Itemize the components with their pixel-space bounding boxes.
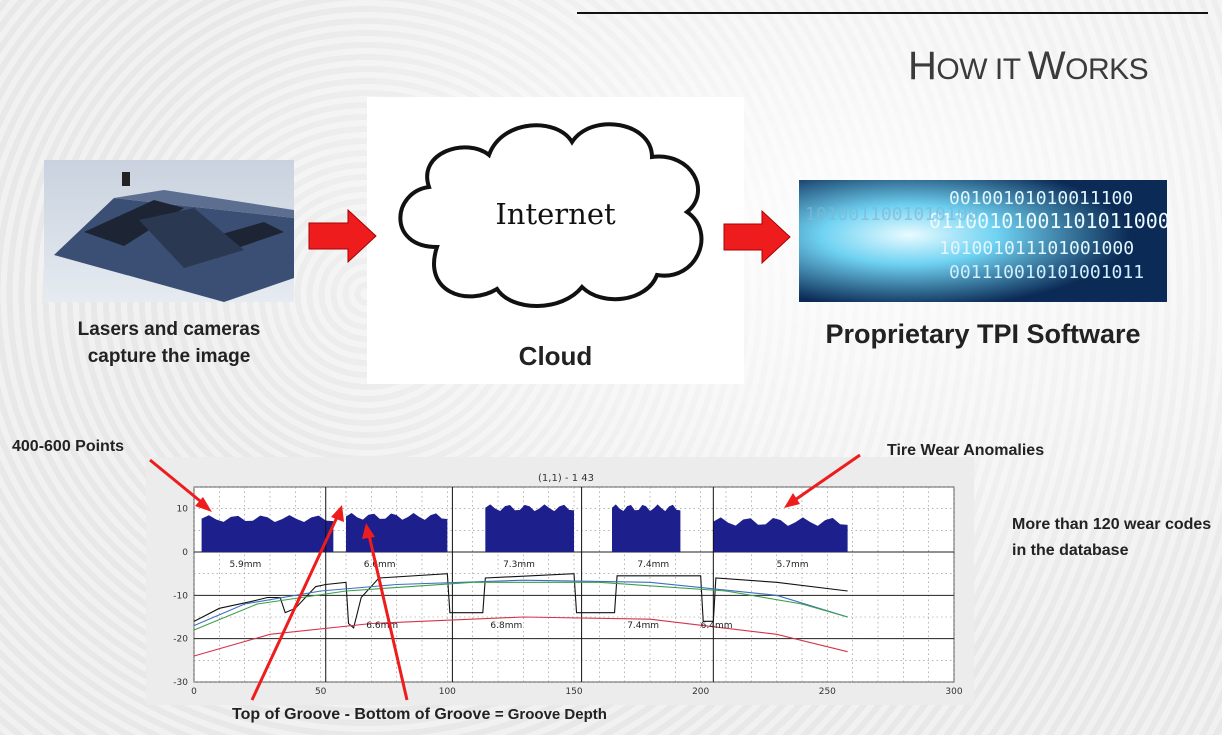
y-tick-label: 10 bbox=[177, 505, 189, 515]
y-tick-label: -30 bbox=[173, 678, 188, 688]
binary-image: 00100101010011100 01100101001101011000 1… bbox=[799, 180, 1167, 302]
tread-block bbox=[713, 517, 848, 552]
binary-line: 101001011101001000 bbox=[939, 238, 1134, 259]
binary-tunnel-icon: 00100101010011100 01100101001101011000 1… bbox=[799, 180, 1167, 302]
wear-codes-label: More than 120 wear codes in the database bbox=[1012, 516, 1212, 559]
software-caption: Proprietary TPI Software bbox=[825, 319, 1141, 349]
groove-top-label: 6.6mm bbox=[364, 560, 396, 570]
cloud-panel: Internet Cloud bbox=[367, 97, 744, 384]
anomalies-label: Tire Wear Anomalies bbox=[887, 442, 1045, 459]
groove-top-label: 7.3mm bbox=[503, 560, 535, 570]
binary-line: 01100101001101011000 bbox=[929, 209, 1167, 233]
flow-arrow bbox=[308, 208, 377, 264]
groove-top-label: 5.9mm bbox=[229, 560, 261, 570]
x-tick-label: 150 bbox=[565, 687, 582, 697]
groove-bottom-label: 7.4mm bbox=[627, 621, 659, 631]
x-tick-label: 250 bbox=[819, 687, 836, 697]
cloud-icon bbox=[398, 122, 704, 308]
slide-title: HOW IT WORKS bbox=[908, 44, 1149, 88]
y-tick-label: 0 bbox=[182, 548, 188, 558]
groove-label: Top of Groove - Bottom of Groove = Groov… bbox=[232, 706, 607, 723]
x-tick-label: 300 bbox=[945, 687, 962, 697]
groove-bottom-label: 6.6mm bbox=[366, 621, 398, 631]
groove-bottom-label: 6.8mm bbox=[490, 621, 522, 631]
x-tick-label: 200 bbox=[692, 687, 709, 697]
y-tick-label: -10 bbox=[173, 591, 188, 601]
capture-caption: Lasers and cameras capture the image bbox=[77, 319, 261, 367]
tread-block bbox=[612, 504, 681, 552]
binary-line: 1010011001010100 bbox=[805, 204, 978, 225]
y-tick-label: -20 bbox=[173, 635, 188, 645]
binary-line: 001110010101001011 bbox=[949, 262, 1144, 283]
scanner-image bbox=[44, 160, 294, 302]
x-tick-label: 0 bbox=[191, 687, 197, 697]
x-tick-label: 50 bbox=[315, 687, 327, 697]
internet-label: Internet bbox=[495, 197, 616, 231]
scanner-icon bbox=[54, 172, 294, 302]
points-label: 400-600 Points bbox=[12, 438, 125, 455]
cloud-caption: Cloud bbox=[518, 341, 593, 371]
groove-bottom-label: 6.4mm bbox=[701, 621, 733, 631]
chart-title: (1,1) - 1 43 bbox=[538, 473, 594, 484]
header-rule bbox=[577, 12, 1208, 14]
groove-top-label: 5.7mm bbox=[777, 560, 809, 570]
binary-line: 00100101010011100 bbox=[949, 188, 1133, 209]
groove-top-label: 7.4mm bbox=[637, 560, 669, 570]
tread-block bbox=[485, 504, 574, 552]
x-tick-label: 100 bbox=[439, 687, 456, 697]
